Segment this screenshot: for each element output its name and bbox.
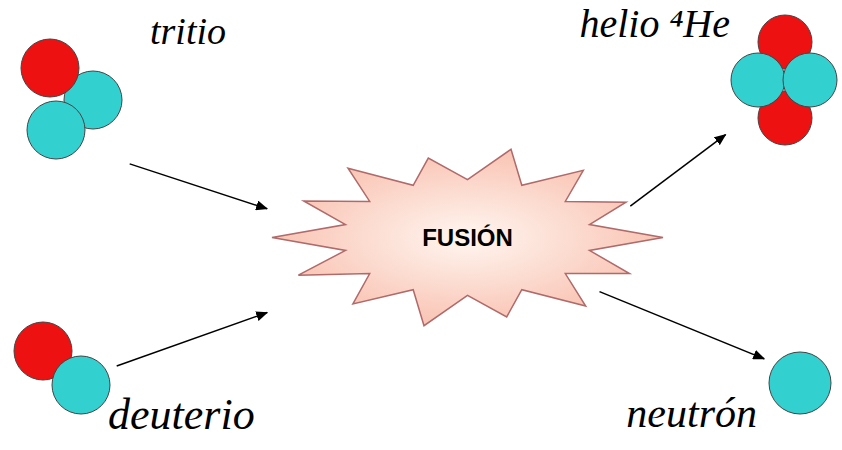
particle-node: neutrón [767,350,833,416]
particle-cluster [20,38,124,162]
reaction-arrow [600,292,765,359]
particle-name: deuterio [108,393,255,437]
particle-name: tritio [150,12,226,50]
particle-node: deuterio [13,321,111,415]
particle-cluster [767,350,833,416]
particle-name: neutrón [626,392,757,434]
particle-node: helio ⁴He [728,14,840,146]
particle-cluster [728,14,840,146]
reaction-arrow [630,135,725,207]
reaction-arrow [117,313,268,367]
reaction-arrow [130,164,267,209]
particle-name: helio ⁴He [579,4,730,44]
reaction-label: FUSIÓN [422,226,513,250]
particle-cluster [13,321,111,415]
particle-node: tritio [20,38,124,162]
reaction-burst: FUSIÓN [270,145,665,330]
